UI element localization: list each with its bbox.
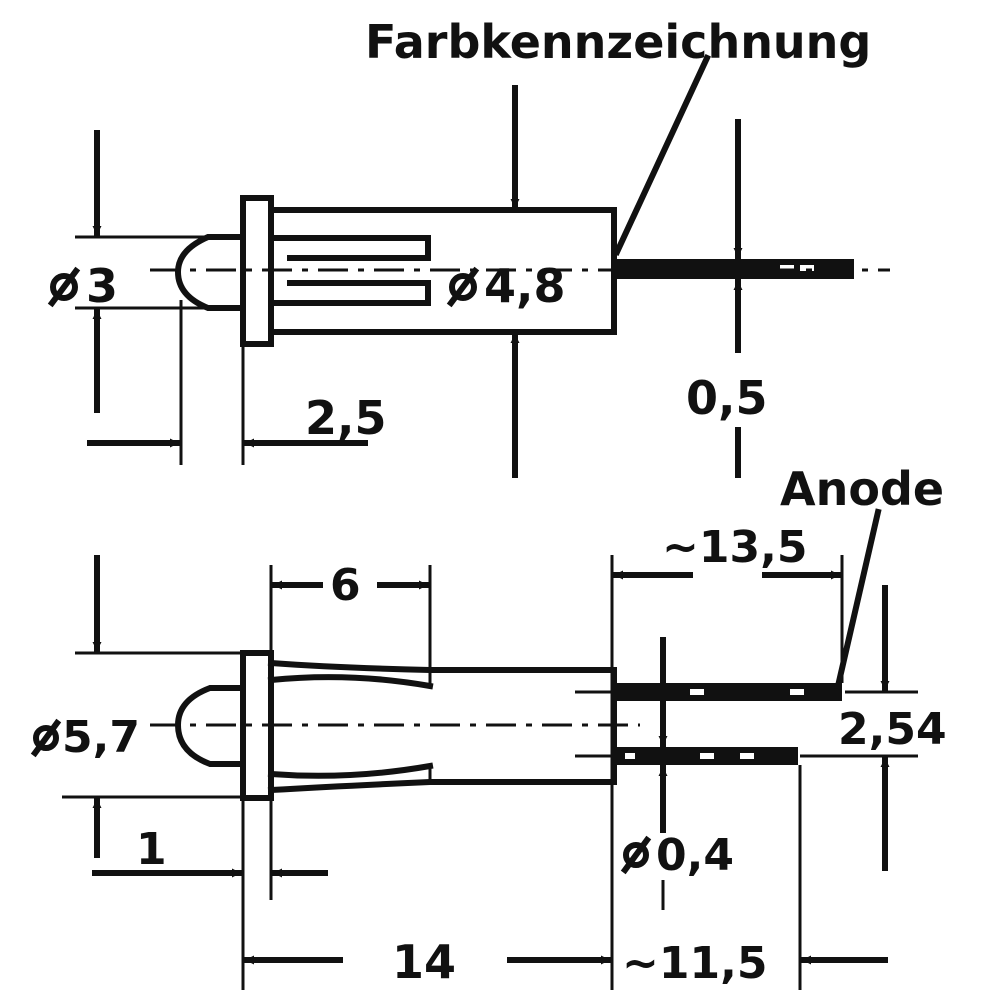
label-dia-4-8: 4,8 (484, 259, 566, 313)
label-dim-6: 6 (330, 560, 361, 611)
diameter-symbol-5-7 (30, 718, 62, 758)
label-dim-2-54: 2,54 (838, 704, 947, 755)
leader-color-marking (613, 54, 711, 256)
label-dim-11-5: ~11,5 (622, 938, 767, 989)
label-dim-2-5: 2,5 (305, 391, 387, 445)
diameter-symbol-0-4 (620, 835, 652, 875)
lead-anode (614, 683, 842, 701)
label-dia-3: 3 (86, 259, 118, 313)
diameter-symbol-4-8 (446, 266, 480, 308)
label-dim-13-5: ~13,5 (662, 522, 807, 573)
label-color-marking: Farbkennzeichnung (365, 15, 871, 69)
label-dia-5-7: 5,7 (62, 712, 140, 763)
body-slot-lower (268, 280, 431, 306)
diameter-symbol-3 (47, 266, 81, 308)
label-dim-0-5: 0,5 (686, 371, 768, 425)
body-slot-upper (268, 235, 431, 261)
clip-lower (267, 762, 434, 779)
label-dim-1: 1 (136, 824, 167, 875)
top-view: Farbkennzeichnung 3 4,8 2,5 0,5 (47, 15, 890, 478)
label-dia-0-4: 0,4 (656, 830, 734, 881)
clip-upper (267, 674, 434, 690)
label-anode: Anode (780, 462, 944, 516)
label-dim-14: 14 (392, 935, 456, 989)
leader-anode (834, 508, 882, 690)
bottom-view: 6 ~13,5 Anode 5,7 2,54 1 0,4 14 ~11,5 (30, 462, 947, 990)
led-dome-top (174, 234, 246, 311)
